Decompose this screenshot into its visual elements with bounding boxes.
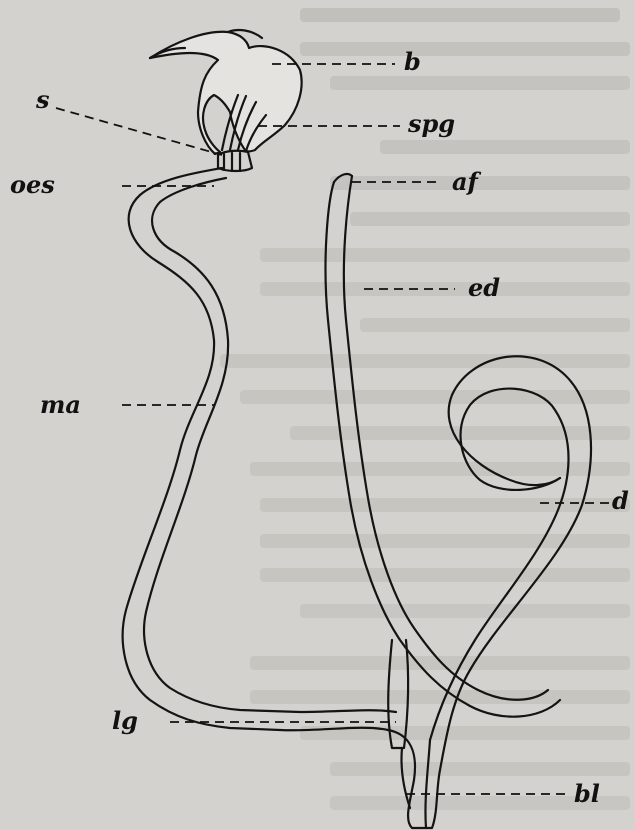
label-af: af [452, 167, 482, 196]
brain-structure [150, 30, 302, 154]
label-ma: ma [40, 390, 81, 419]
label-spg: spg [407, 109, 455, 138]
label-s: s [35, 85, 50, 114]
label-bl: bl [574, 779, 600, 808]
label-b: b [404, 47, 421, 76]
label-d: d [612, 486, 629, 515]
label-lg: lg [112, 706, 138, 735]
label-ed: ed [468, 273, 500, 302]
nerve-ring [218, 151, 252, 171]
label-oes: oes [10, 170, 55, 199]
